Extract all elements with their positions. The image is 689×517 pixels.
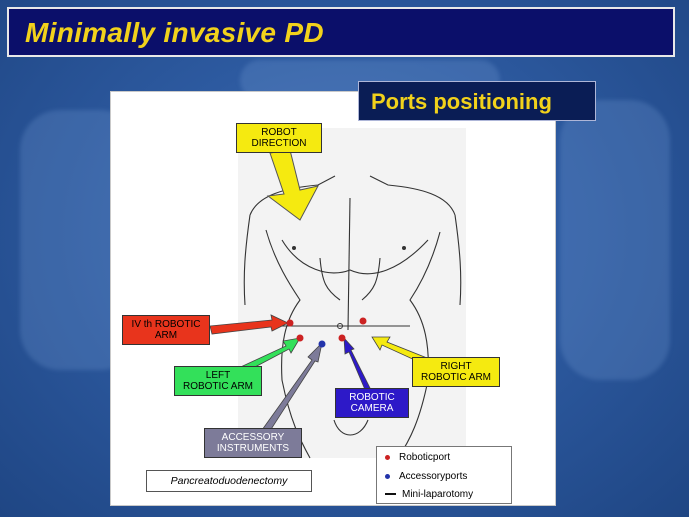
accessory-port-dot-icon: [385, 473, 390, 479]
left-nipple: [292, 246, 296, 250]
background-relief-right: [560, 100, 670, 380]
slide-title-bar: Minimally invasive PD: [7, 7, 675, 57]
robotic-port-fourth-arm: [286, 319, 294, 327]
robotic-port-left-arm: [296, 334, 304, 342]
legend-mini-laparotomy-label: Mini-laparotomy: [402, 488, 474, 500]
legend-accessory-port-label: Accessoryports: [399, 470, 468, 482]
fourth-arm-label: IV th ROBOTIC ARM: [122, 315, 210, 345]
robot-direction-label: ROBOT DIRECTION: [236, 123, 322, 153]
legend-mini-laparotomy: Mini-laparotomy: [385, 487, 473, 501]
legend-robotic-port: Roboticport: [385, 450, 450, 464]
robot-direction-arrow: [266, 149, 319, 221]
legend-robotic-port-label: Roboticport: [399, 451, 451, 463]
legend-accessory-port: Accessoryports: [385, 469, 467, 483]
subtitle: Ports positioning: [371, 89, 552, 114]
right-nipple: [402, 246, 406, 250]
robotic-port-camera: [338, 334, 346, 342]
robotic-port-dot-icon: [385, 454, 390, 460]
accessory-label: ACCESSORY INSTRUMENTS: [204, 428, 302, 458]
camera-arrow: [343, 336, 372, 393]
fourth-arm-arrow: [209, 314, 289, 335]
robotic-port-right-arm: [359, 317, 367, 325]
accessory-port: [318, 340, 326, 348]
accessory-arrow: [261, 341, 323, 435]
torso-outline: [243, 175, 462, 459]
right-arm-label: RIGHT ROBOTIC ARM: [412, 357, 500, 387]
umbilicus: [337, 323, 343, 329]
left-arm-label: LEFT ROBOTIC ARM: [174, 366, 262, 396]
procedure-label: Pancreatoduodenectomy: [146, 470, 312, 492]
legend: Roboticport Accessoryports Mini-laparoto…: [376, 446, 512, 504]
camera-label: ROBOTIC CAMERA: [335, 388, 409, 418]
subtitle-box: Ports positioning: [358, 81, 596, 121]
mini-laparotomy-dash-icon: [385, 493, 396, 495]
slide-title: Minimally invasive PD: [25, 17, 324, 48]
